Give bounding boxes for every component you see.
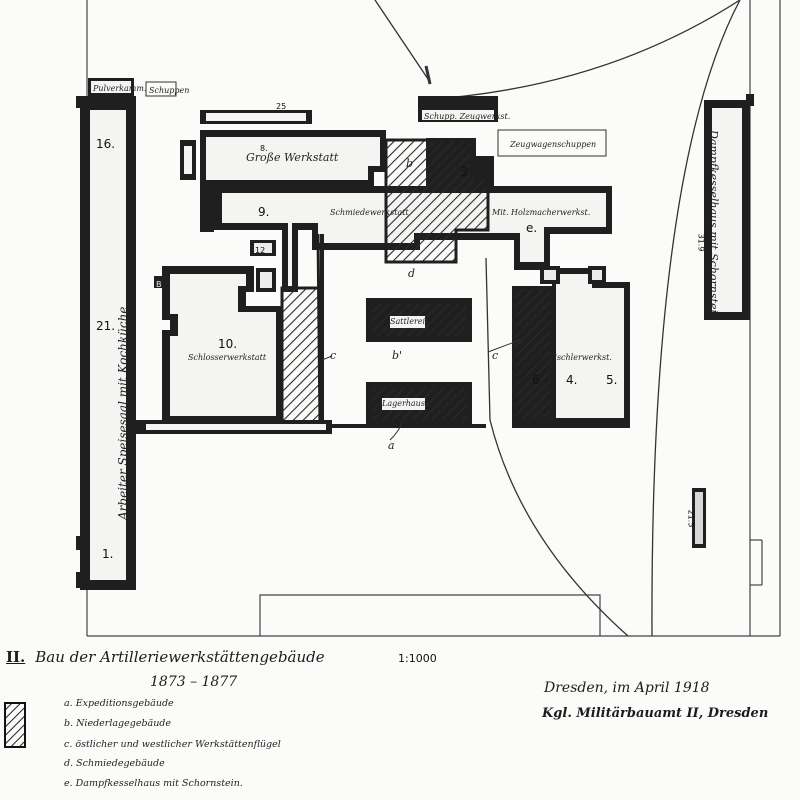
label-right-building: Dampfkesselhaus mit Schornstein — [707, 130, 720, 321]
label-lagerhaus: Lagerhaus — [382, 398, 425, 410]
road-curves — [374, 0, 741, 637]
left-hatched-wing — [280, 286, 324, 426]
label-building-b: B — [156, 280, 162, 289]
label-c-right: c — [492, 349, 499, 362]
label-building-21: 21. — [96, 319, 116, 333]
schmiede-hatched — [384, 138, 490, 264]
label-zeugwagenschuppen: Zeugwagenschuppen — [510, 140, 597, 149]
label-building-5: 5. — [606, 373, 618, 387]
legend-item-b: b. Niederlagegebäude — [64, 718, 172, 729]
label-building-10: 10. — [218, 337, 238, 351]
label-schmiedewerkstatt: Schmiedewerkstatt — [330, 208, 409, 217]
label-building-8: 8. — [260, 144, 268, 153]
label-pulver: Pulverkamm. — [93, 84, 147, 93]
label-schuppen: Schuppen — [149, 86, 190, 95]
legend-roman: II. — [6, 648, 26, 666]
label-e-top: e. — [526, 221, 538, 235]
label-d: d — [408, 267, 416, 280]
issuing-office: Kgl. Militärbauamt II, Dresden — [542, 706, 769, 721]
label-building-4: 4. — [566, 373, 578, 387]
label-building-25: 25 — [276, 102, 287, 111]
legend-title-text: Bau der Artilleriewerkstättengebäude — [35, 648, 325, 666]
label-building-1: 1. — [102, 547, 114, 561]
legend-hatch-swatch — [4, 702, 26, 748]
legend-item-a: a. Expeditionsgebäude — [64, 698, 174, 709]
legend-years: 1873 – 1877 — [150, 674, 238, 690]
label-building-12: 12 — [255, 246, 266, 255]
label-schuppen-zeugwerkstatt: Schupp. Zeugwerkst. — [424, 112, 511, 121]
legend-block: II.Bau der Artilleriewerkstättengebäude … — [0, 640, 800, 800]
label-c-left: c — [330, 349, 337, 362]
legend-item-e: e. Dampfkesselhaus mit Schornstein. — [64, 778, 243, 789]
place-date: Dresden, im April 1918 — [544, 680, 710, 696]
legend-item-d: d. Schmiedegebäude — [64, 758, 165, 769]
label-schlosserwerkstatt: Schlosserwerkstatt — [188, 353, 267, 362]
label-left-building: Arbeiter Speisesaal mit Kochküche — [116, 306, 130, 520]
top-road-curve — [417, 0, 741, 101]
legend-title: II. Bau der Artilleriewerkstättengebäude — [6, 648, 325, 666]
label-building-16: 16. — [96, 137, 116, 151]
track-curve — [485, 257, 629, 637]
label-b-top: b — [406, 157, 414, 170]
label-grosse-werkstatt: Große Werkstatt — [246, 151, 339, 164]
label-sattlerei: Sattlerei — [390, 316, 426, 328]
diagonal-track — [374, 0, 431, 83]
label-building-7: 7 — [263, 278, 269, 287]
label-mittlere-holzmacherwerkstatt: Mit. Holzmacherwerkst. — [492, 208, 591, 217]
label-319: 31.9 — [696, 233, 706, 252]
label-a: a — [388, 439, 395, 452]
label-building-9: 9. — [258, 205, 270, 219]
label-215: 21.5 — [686, 509, 696, 528]
label-building-3: 3 — [460, 165, 468, 179]
right-road-curve — [651, 0, 741, 637]
label-building-6: 6 — [532, 373, 540, 387]
legend-item-c: c. östlicher und westlicher Werkstättenf… — [64, 739, 281, 750]
label-mittlere-tischlerwerkstatt: Mit. Tischlerwerkst. — [530, 353, 612, 362]
plan-scale: 1:1000 — [398, 652, 437, 665]
label-b-center: b' — [392, 349, 403, 362]
left-long-building — [76, 96, 136, 590]
